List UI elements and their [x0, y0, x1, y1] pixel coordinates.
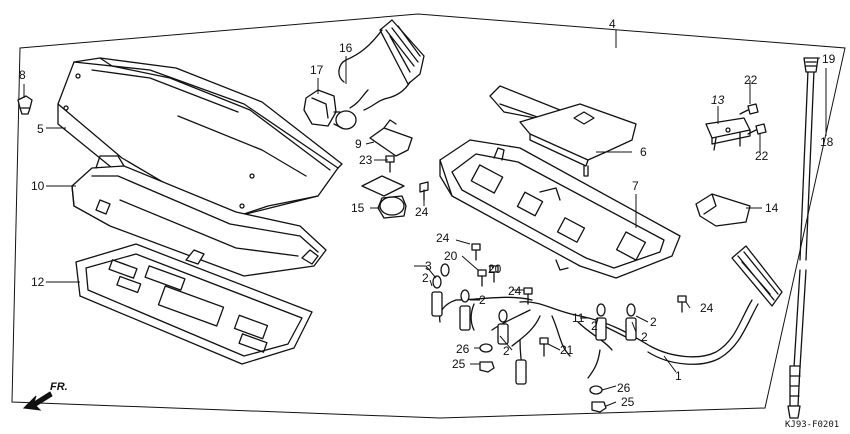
callout-12: 12 — [31, 275, 45, 289]
part-20-screws — [477, 265, 499, 287]
part-19-cable-cap — [803, 57, 819, 73]
diagram-code: KJ93-F0201 — [785, 420, 839, 430]
callout-26-a: 26 — [456, 342, 470, 356]
part-22-screw-upper — [739, 103, 759, 115]
part-13-switch — [705, 117, 751, 151]
callout-11: 11 — [572, 311, 585, 325]
part-26-washers — [479, 343, 603, 395]
leader-lines — [23, 30, 827, 407]
part-10-meter-case — [71, 155, 327, 277]
part-24-bolt-upper — [419, 181, 429, 201]
callout-2-b: 2 — [479, 293, 486, 307]
callout-9: 9 — [355, 137, 362, 151]
callout-22-a: 22 — [744, 73, 758, 87]
callout-24-b: 24 — [436, 231, 450, 245]
callout-20-b: 20 — [488, 262, 502, 276]
callout-labels: 1 2 2 2 2 2 2 3 4 5 6 7 8 9 10 11 12 13 … — [19, 17, 836, 409]
callout-19: 19 — [822, 52, 836, 66]
part-6-upper-case — [489, 85, 637, 177]
callout-5: 5 — [37, 122, 44, 136]
callout-15: 15 — [351, 201, 365, 215]
callout-26-b: 26 — [617, 381, 631, 395]
callout-25-b: 25 — [621, 395, 635, 409]
callout-6: 6 — [640, 145, 647, 159]
part-3-bulb-socket-group — [431, 291, 637, 385]
callout-14: 14 — [765, 201, 779, 215]
part-23-screw — [385, 155, 395, 173]
arrow-icon — [22, 391, 53, 411]
part-18-speedometer-cable — [787, 69, 815, 419]
front-direction-arrow: FR. — [22, 381, 68, 411]
callout-24-c: 24 — [508, 284, 522, 298]
callout-17: 17 — [310, 63, 324, 77]
callout-2-c: 2 — [591, 319, 598, 333]
callout-8: 8 — [19, 68, 26, 82]
callout-2-e: 2 — [650, 315, 657, 329]
part-8-grommet — [17, 95, 33, 115]
callout-2-d: 2 — [641, 330, 648, 344]
callout-10: 10 — [31, 179, 45, 193]
callout-4: 4 — [609, 17, 616, 31]
front-label: FR. — [50, 381, 68, 393]
part-7-meter-bottom-case — [439, 139, 681, 279]
part-22-screw-lower — [747, 123, 767, 135]
callout-21: 21 — [560, 343, 574, 357]
part-5-meter-visor — [57, 57, 343, 223]
callout-13: 13 — [711, 93, 725, 107]
part-17-bulb-socket-holder — [303, 89, 369, 130]
callout-20-a: 20 — [444, 249, 458, 263]
part-24-bolts — [471, 243, 687, 313]
part-15-flasher-relay — [361, 175, 407, 219]
callout-23: 23 — [359, 153, 373, 167]
callout-25-a: 25 — [452, 357, 466, 371]
part-14-cover-plate — [695, 193, 751, 227]
part-12-gasket-plate — [75, 243, 313, 365]
callout-1: 1 — [675, 369, 682, 383]
assembly-boundary-outline — [11, 13, 846, 419]
callout-3: 3 — [425, 259, 432, 273]
callout-22-b: 22 — [755, 149, 769, 163]
callout-18: 18 — [820, 135, 834, 149]
part-16-wire-connector — [338, 19, 425, 111]
part-2-bulbs — [432, 263, 636, 323]
part-9-bracket — [369, 119, 413, 157]
callout-2-a: 2 — [422, 271, 429, 285]
callout-2-f: 2 — [503, 344, 510, 358]
callout-24-d: 24 — [700, 301, 714, 315]
callout-24-a: 24 — [415, 205, 429, 219]
callout-16: 16 — [339, 41, 353, 55]
callout-7: 7 — [632, 179, 639, 193]
part-21-screw — [539, 337, 549, 357]
part-25-nuts — [479, 361, 607, 413]
